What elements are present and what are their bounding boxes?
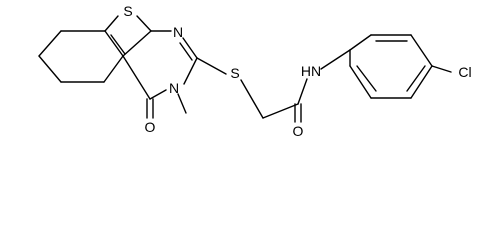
bond-c-s-thioether [196, 57, 227, 75]
bond-thiophene-c-s [104, 15, 119, 32]
bond-aryl-3 [410, 34, 433, 67]
atom-labels: S N S N HN O O Cl [123, 3, 471, 139]
atom-label-methyl-nitrogen: N [169, 80, 179, 96]
bond-pyrimidine-n-c-double [182, 37, 198, 59]
atom-label-ring-carbonyl-oxygen: O [145, 119, 156, 135]
bond-aryl-6 [349, 65, 372, 99]
bond-aryl-1 [349, 34, 372, 51]
atom-label-ring-nitrogen-top: N [173, 24, 183, 40]
atom-label-chlorine: Cl [458, 64, 471, 80]
atom-label-amide-nh: HN [301, 63, 321, 79]
bond-pyrimidine-c-n-methyl [183, 57, 198, 85]
bond-pyrimidine-n-c-double-inner [179, 42, 193, 61]
bond-thiophene-c-c-double [104, 30, 124, 57]
bond-pyrimidine-carbonyl-c-c [122, 55, 151, 100]
bond-cyclohexane-3 [38, 55, 62, 83]
bond-n-methyl [177, 93, 187, 114]
bond-thiophene-c-c [103, 55, 124, 83]
bond-thiophene-ring-fusion [122, 30, 152, 57]
atom-label-thioether-sulfur: S [230, 65, 239, 81]
bond-aryl-4-inner [406, 65, 426, 92]
bond-aryl-4 [410, 65, 433, 99]
bonds [38, 15, 452, 123]
bond-thiophene-c-c-double-inner [110, 34, 126, 55]
chemical-structure: S N S N HN O O Cl [38, 3, 472, 139]
bond-aryl-chlorine [431, 65, 452, 73]
bond-cyclohexane-2 [38, 30, 62, 57]
bond-nh-aryl [320, 49, 351, 70]
bond-thiophene-s-c [136, 15, 152, 32]
atom-label-amide-carbonyl-oxygen: O [293, 123, 304, 139]
bond-ch2-carbonyl [262, 103, 299, 119]
bond-aryl-6-inner [356, 65, 377, 92]
bond-s-ch2 [240, 79, 264, 119]
bond-pyrimidine-n-c-carbonyl [149, 89, 167, 100]
bond-carbonyl-nh [297, 78, 308, 105]
atom-label-thiophene-sulfur: S [123, 3, 132, 19]
